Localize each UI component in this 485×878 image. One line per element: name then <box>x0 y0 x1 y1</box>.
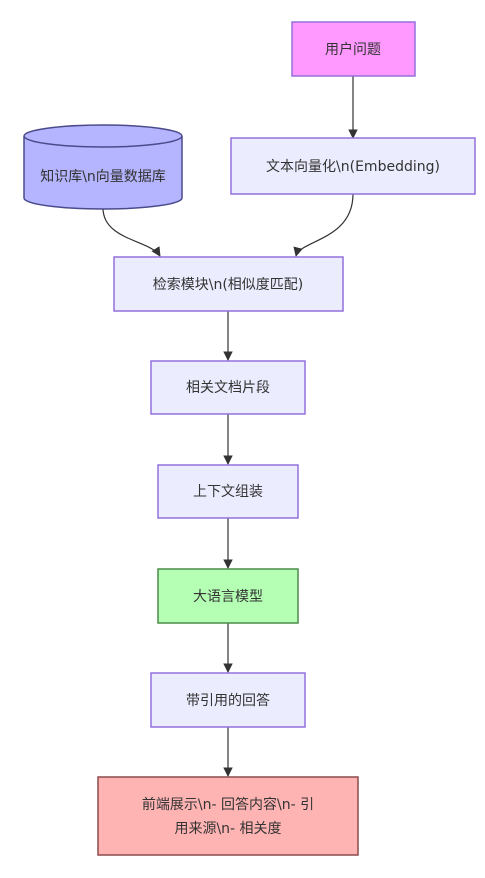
node-knowledge-base-label: 知识库\n向量数据库 <box>40 168 166 185</box>
node-user-question-box <box>291 21 416 77</box>
node-llm: 大语言模型 <box>157 568 299 624</box>
node-embedding-label: 文本向量化\n(Embedding) <box>266 159 440 175</box>
node-knowledge-base: 知识库\n向量数据库 <box>23 124 183 210</box>
node-related-docs-label: 相关文档片段 <box>186 380 270 396</box>
node-context-assembly-label: 上下文组装 <box>193 484 263 500</box>
node-llm-label: 大语言模型 <box>193 589 263 605</box>
node-frontend-box <box>97 776 359 856</box>
node-embedding: 文本向量化\n(Embedding) <box>230 137 476 195</box>
node-llm-box <box>157 568 299 624</box>
node-answer-box <box>150 672 306 728</box>
node-related-docs-box <box>150 360 306 415</box>
node-user-question-label: 用户问题 <box>325 41 381 58</box>
node-retrieval: 检索模块\n(相似度匹配) <box>113 256 344 312</box>
node-answer-with-citations: 带引用的回答 <box>150 672 306 728</box>
node-frontend-display: 前端展示\n- 回答内容\n- 引 用来源\n- 相关度 <box>97 776 359 856</box>
node-retrieval-label: 检索模块\n(相似度匹配) <box>153 276 304 293</box>
node-frontend-label-line1: 前端展示\n- 回答内容\n- 引 <box>142 796 314 813</box>
node-knowledge-base-top <box>23 124 183 148</box>
node-knowledge-base-body <box>23 136 183 210</box>
node-embedding-box <box>230 137 476 195</box>
node-answer-label: 带引用的回答 <box>186 692 270 709</box>
edge-embed-to-retrieve <box>293 193 354 257</box>
node-retrieval-box <box>113 256 344 312</box>
node-context-assembly: 上下文组装 <box>157 464 299 519</box>
node-related-docs: 相关文档片段 <box>150 360 306 415</box>
edges <box>102 76 358 777</box>
node-user-question: 用户问题 <box>291 21 416 77</box>
node-context-assembly-box <box>157 464 299 519</box>
node-frontend-label-line2: 用来源\n- 相关度 <box>174 821 281 837</box>
edge-kb-to-retrieve <box>102 207 161 257</box>
